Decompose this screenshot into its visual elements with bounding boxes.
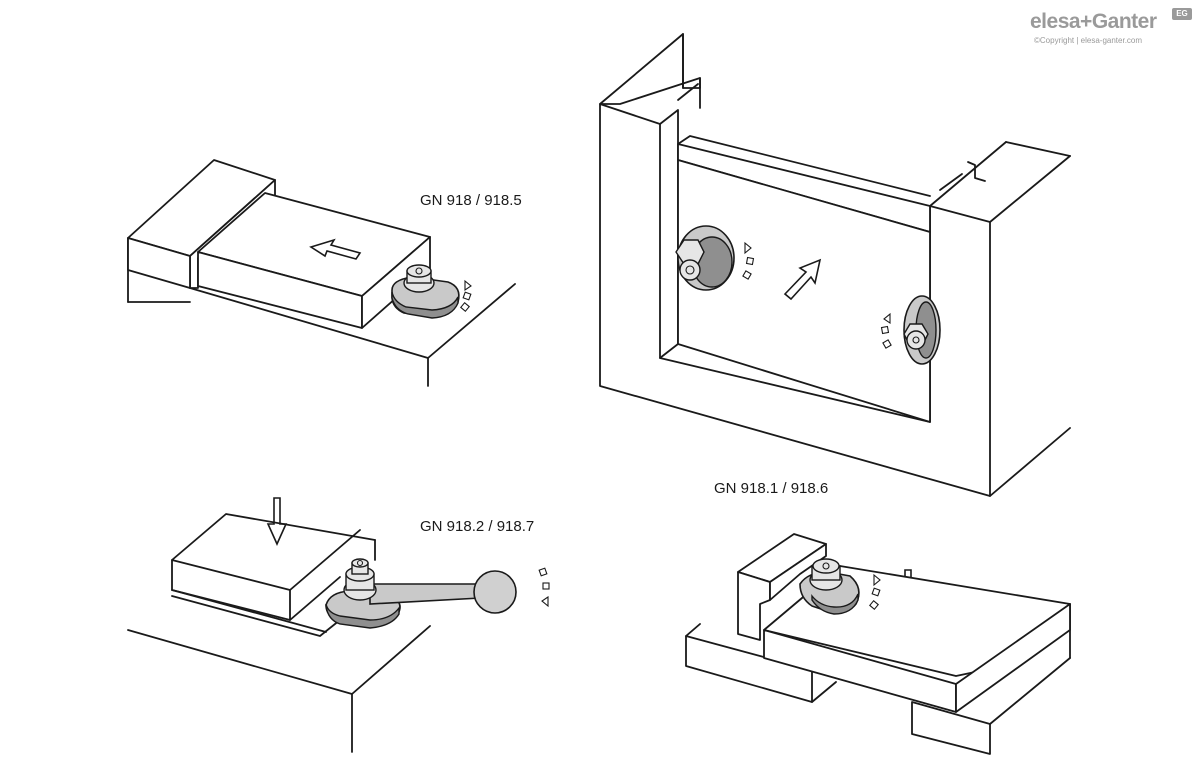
brand-badge: EG [1172, 8, 1192, 20]
rails [685, 603, 1071, 755]
push-arrow-diagonal [783, 258, 822, 301]
rotation-indicator-bottom-left [538, 567, 550, 608]
scene-top-left [127, 159, 516, 387]
brand-name: elesa+Ganter [1030, 10, 1157, 33]
rotation-indicator-bottom-right [868, 573, 881, 611]
rotation-indicator-top-right-right [880, 312, 892, 349]
base-table-bottom-left [127, 625, 431, 753]
clamp-top-left [391, 264, 460, 319]
clamp-top-right-right [903, 295, 941, 365]
clamp-bottom-right [799, 558, 860, 615]
rotation-indicator-top-right-left [742, 241, 755, 280]
rotation-indicator-top-left [459, 279, 472, 313]
clamp-top-right-left [675, 225, 735, 291]
workpiece-top-left [197, 192, 431, 329]
copyright-text: ©Copyright | elesa-ganter.com [1034, 36, 1143, 45]
label-gn-918-1: GN 918.1 / 918.6 [714, 480, 829, 497]
brand-logo: elesa+Ganter EG ©Copyright | elesa-gante… [1030, 8, 1194, 48]
scene-bottom-left [127, 497, 550, 753]
label-gn-918: GN 918 / 918.5 [420, 192, 522, 209]
stop-block-bottom-right [737, 533, 827, 641]
scene-top-right [599, 33, 1071, 497]
push-arrow-down-left [266, 497, 288, 546]
push-arrow-left [309, 238, 362, 260]
label-gn-918-2: GN 918.2 / 918.7 [420, 518, 535, 535]
workpiece-top-right [677, 135, 931, 423]
scene-bottom-right [685, 533, 1071, 755]
workpiece-bottom-left [171, 513, 376, 637]
clamp-with-lever [325, 558, 517, 629]
